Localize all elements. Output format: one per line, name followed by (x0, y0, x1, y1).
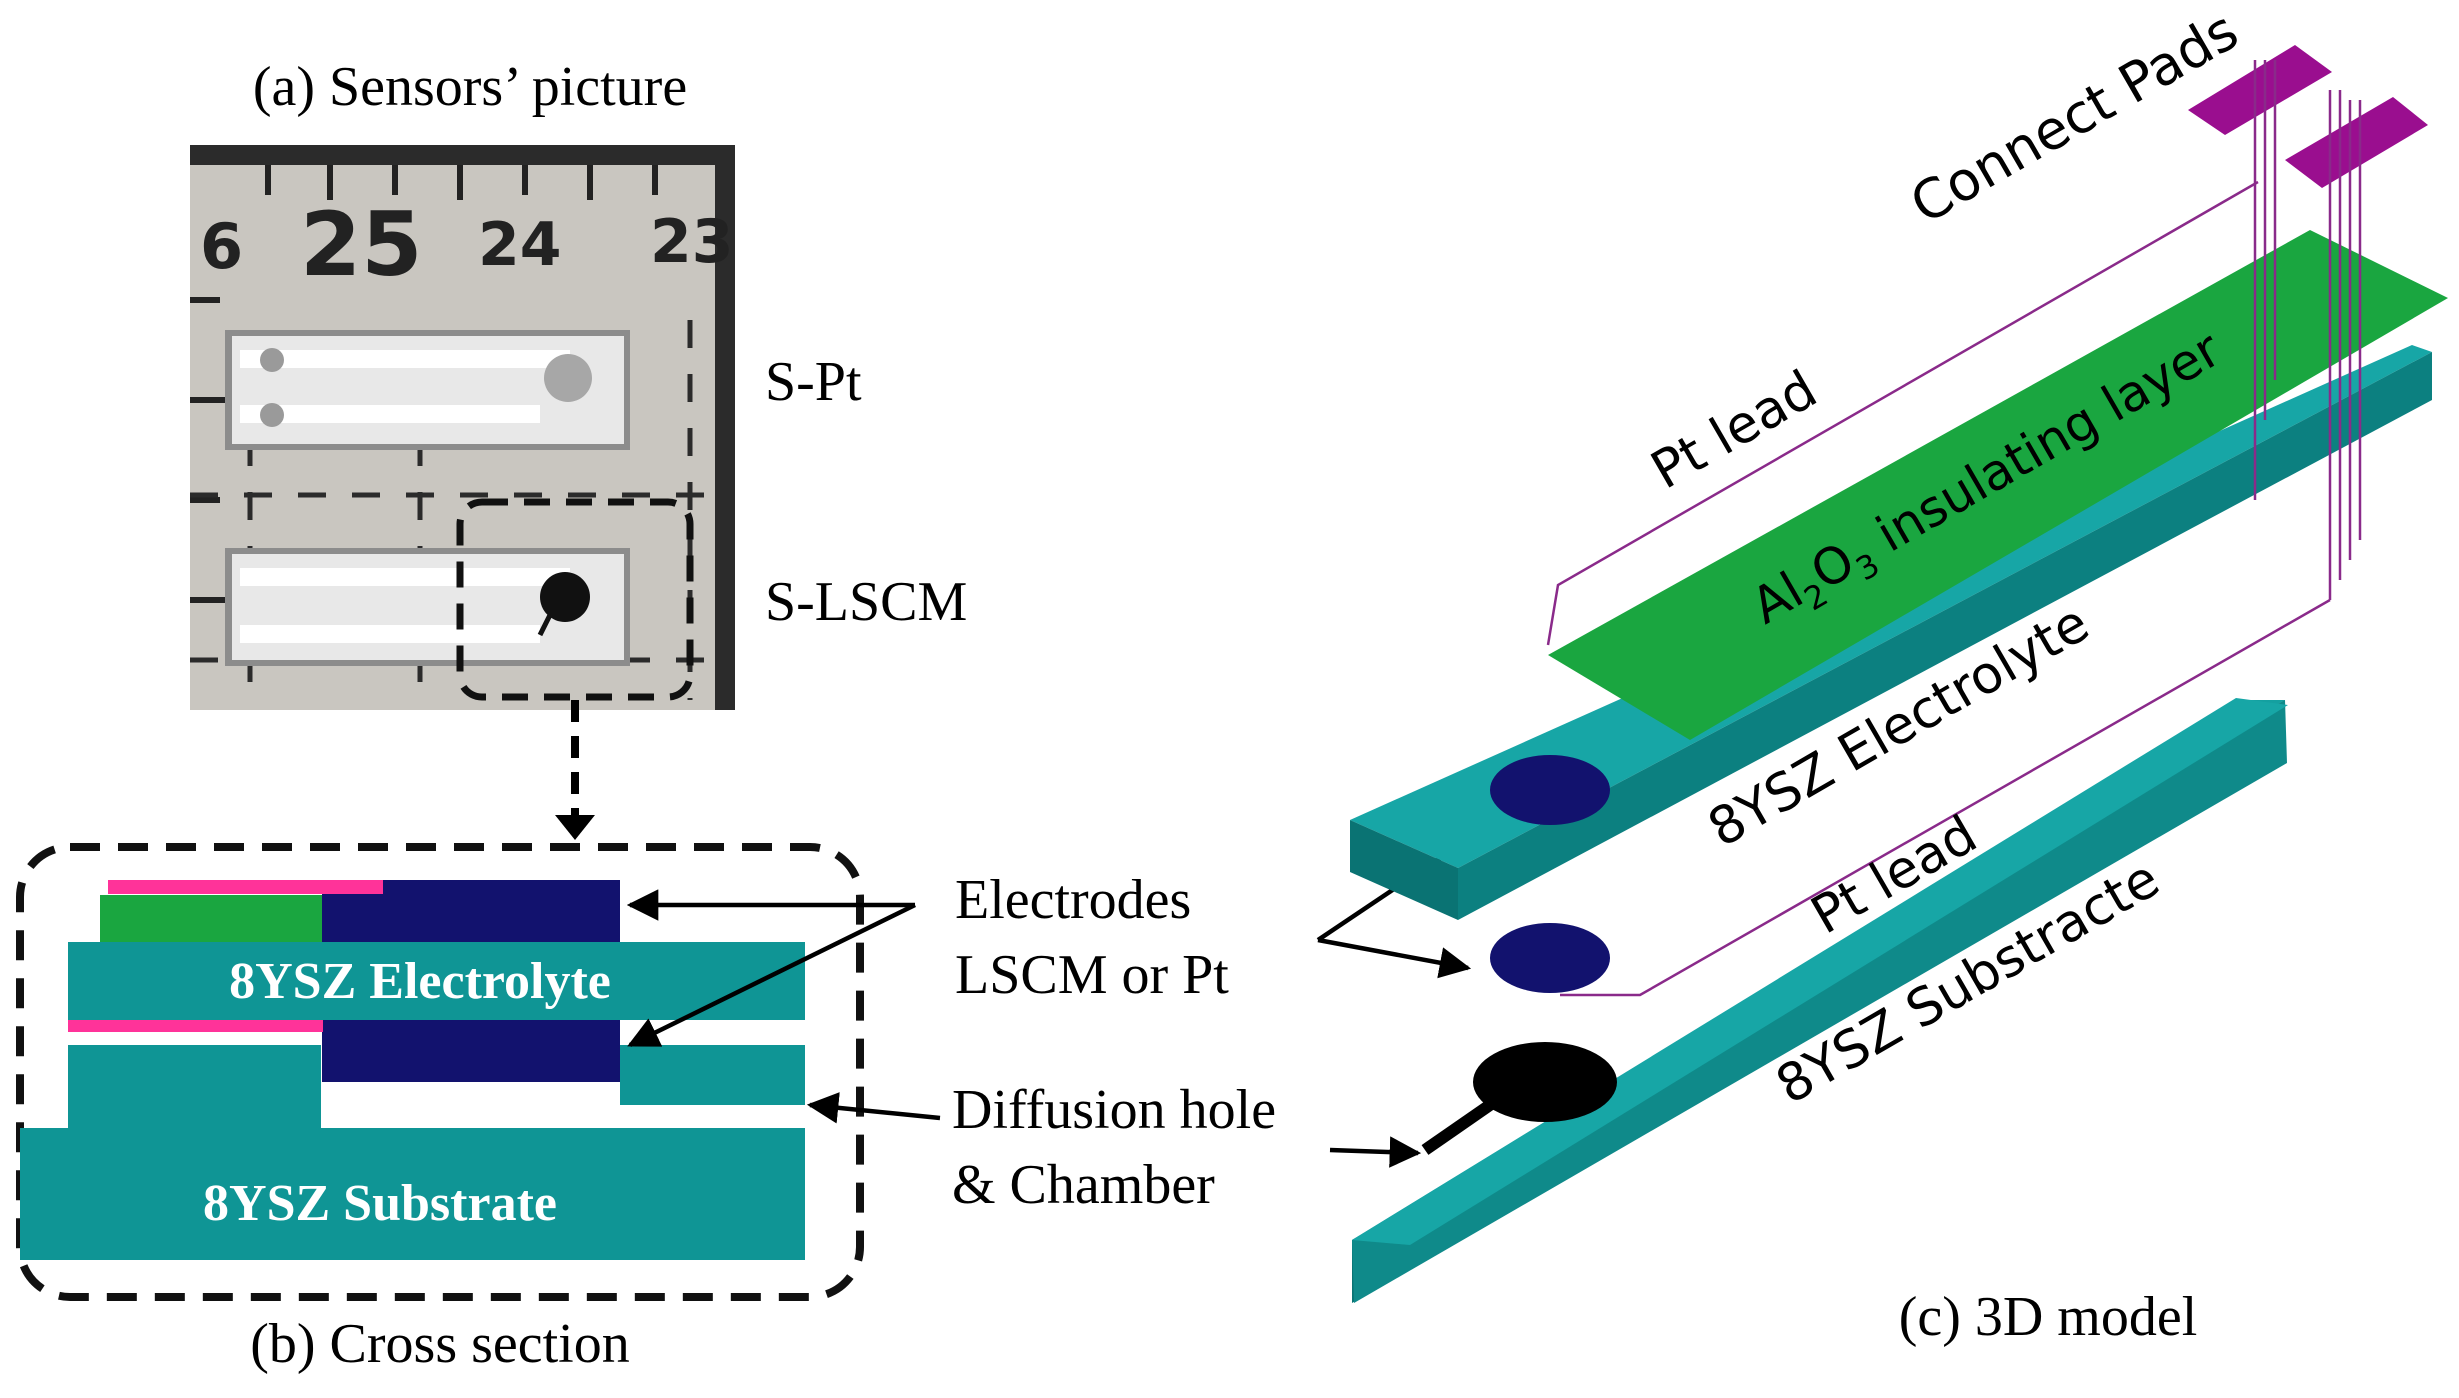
diffusion-hole-3d (1473, 1042, 1617, 1122)
bottom-electrode-3d (1490, 923, 1610, 993)
electrolyte-front (1458, 352, 2432, 920)
callout-chamber: & Chamber (952, 1154, 1215, 1216)
diffusion-channel-3d (1421, 1093, 1504, 1155)
substrate-layer (20, 1128, 805, 1260)
top-electrode-3d (1490, 755, 1610, 825)
top-pt-lead (108, 880, 383, 894)
highlight-box (456, 498, 694, 701)
model-caption: (c) 3D model (1899, 1286, 2198, 1348)
insulating-layer-3d (1548, 230, 2448, 740)
sensor-photo: 6 25 24 23 (190, 145, 735, 710)
bottom-pt-lead (68, 1018, 323, 1032)
pt-leads (1546, 60, 2362, 997)
connect-pad (2285, 97, 2428, 188)
ruler-number: 6 (200, 210, 243, 283)
label-s-lscm: S-LSCM (765, 571, 967, 633)
ruler-number: 25 (300, 193, 422, 296)
callout-diffusion-hole: Diffusion hole (952, 1079, 1276, 1141)
pt-lead-label-top: Pt lead (1642, 359, 1828, 501)
label-s-pt: S-Pt (765, 351, 862, 413)
callout-electrodes: Electrodes (955, 869, 1191, 931)
callout-electrodes-material: LSCM or Pt (955, 944, 1229, 1006)
electrolyte-side (1350, 820, 1458, 920)
model-3d (1350, 45, 2448, 1303)
bottom-electrode (322, 1020, 620, 1082)
sensor-chip-lscm (225, 548, 630, 666)
sensor-chip-pt (225, 330, 630, 450)
connect-pads-label: Connect Pads (1900, 0, 2249, 236)
photo-caption: (a) Sensors’ picture (253, 56, 687, 118)
substrate-label: 8YSZ Substrate (203, 1175, 557, 1232)
zoom-arrowhead (555, 815, 595, 840)
callout-arrows (626, 836, 1473, 1168)
ruler-number: 24 (478, 210, 562, 280)
ruler-ticks (190, 165, 658, 603)
cross-section-diagram (16, 843, 864, 1301)
ruler-number: 23 (650, 207, 734, 277)
electrolyte-label: 8YSZ Electrolyte (229, 953, 611, 1010)
electrolyte-layer (68, 942, 805, 1020)
connect-pad (2188, 45, 2332, 135)
cross-section-caption: (b) Cross section (250, 1313, 630, 1375)
insulating-layer (100, 895, 322, 942)
